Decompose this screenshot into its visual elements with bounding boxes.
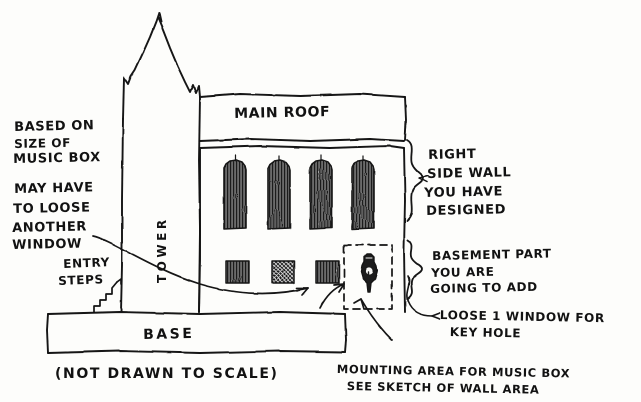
note-based-on-line1: BASED ON <box>14 118 95 135</box>
entry-steps-zigzag <box>93 278 122 313</box>
tall-window-1 <box>223 154 247 230</box>
keyhole-icon <box>360 253 378 293</box>
label-tower: TOWER <box>155 216 169 283</box>
note-basement-line1: BASEMENT PART <box>432 246 552 263</box>
note-basement-line2: YOU ARE <box>431 264 495 280</box>
main-wall-panel <box>198 145 406 313</box>
tower-left-wall <box>120 118 124 313</box>
main-roof-band <box>199 93 407 142</box>
tower-spire <box>122 12 201 120</box>
arrow-from-mounting-note <box>353 298 393 341</box>
note-entry-steps-line2: STEPS <box>58 272 104 288</box>
small-window-3 <box>315 260 340 284</box>
right-side-wall-brace <box>406 139 424 222</box>
basement-brace <box>407 239 423 300</box>
note-may-have-line1: MAY HAVE <box>14 180 94 197</box>
arrow-to-keyhole-box-left <box>319 283 345 309</box>
note-based-on-line3: MUSIC BOX <box>13 150 101 167</box>
tall-window-2 <box>267 155 291 230</box>
note-right-wall-line1: RIGHT <box>428 146 477 163</box>
note-based-on-line2: SIZE OF <box>14 135 72 151</box>
arrow-to-small-window <box>92 235 309 296</box>
small-window-1 <box>225 260 250 284</box>
note-basement-line3: GOING TO ADD <box>430 279 538 296</box>
note-keyhole-line1: LOOSE 1 WINDOW FOR <box>439 308 605 326</box>
note-right-wall-line2: SIDE WALL <box>427 165 512 182</box>
label-main-roof: MAIN ROOF <box>234 103 331 122</box>
small-window-2 <box>271 260 295 284</box>
note-right-wall-line3: YOU HAVE <box>424 184 504 201</box>
note-may-have-line3: ANOTHER <box>12 219 88 236</box>
arrow-keyhole-note-leader <box>406 275 441 320</box>
label-base: BASE <box>143 325 195 343</box>
tall-window-4 <box>351 155 375 230</box>
note-entry-steps-line1: ENTRY <box>63 255 111 271</box>
tall-window-3 <box>309 154 333 230</box>
base-rectangle <box>46 311 347 354</box>
note-may-have-line4: WINDOW <box>12 236 83 253</box>
note-right-wall-line4: DESIGNED <box>426 202 507 219</box>
note-may-have-line2: TO LOOSE <box>13 200 91 217</box>
right-note-leader <box>418 175 429 183</box>
label-not-to-scale: (NOT DRAWN TO SCALE) <box>55 366 279 382</box>
note-keyhole-line2: KEY HOLE <box>449 325 522 341</box>
